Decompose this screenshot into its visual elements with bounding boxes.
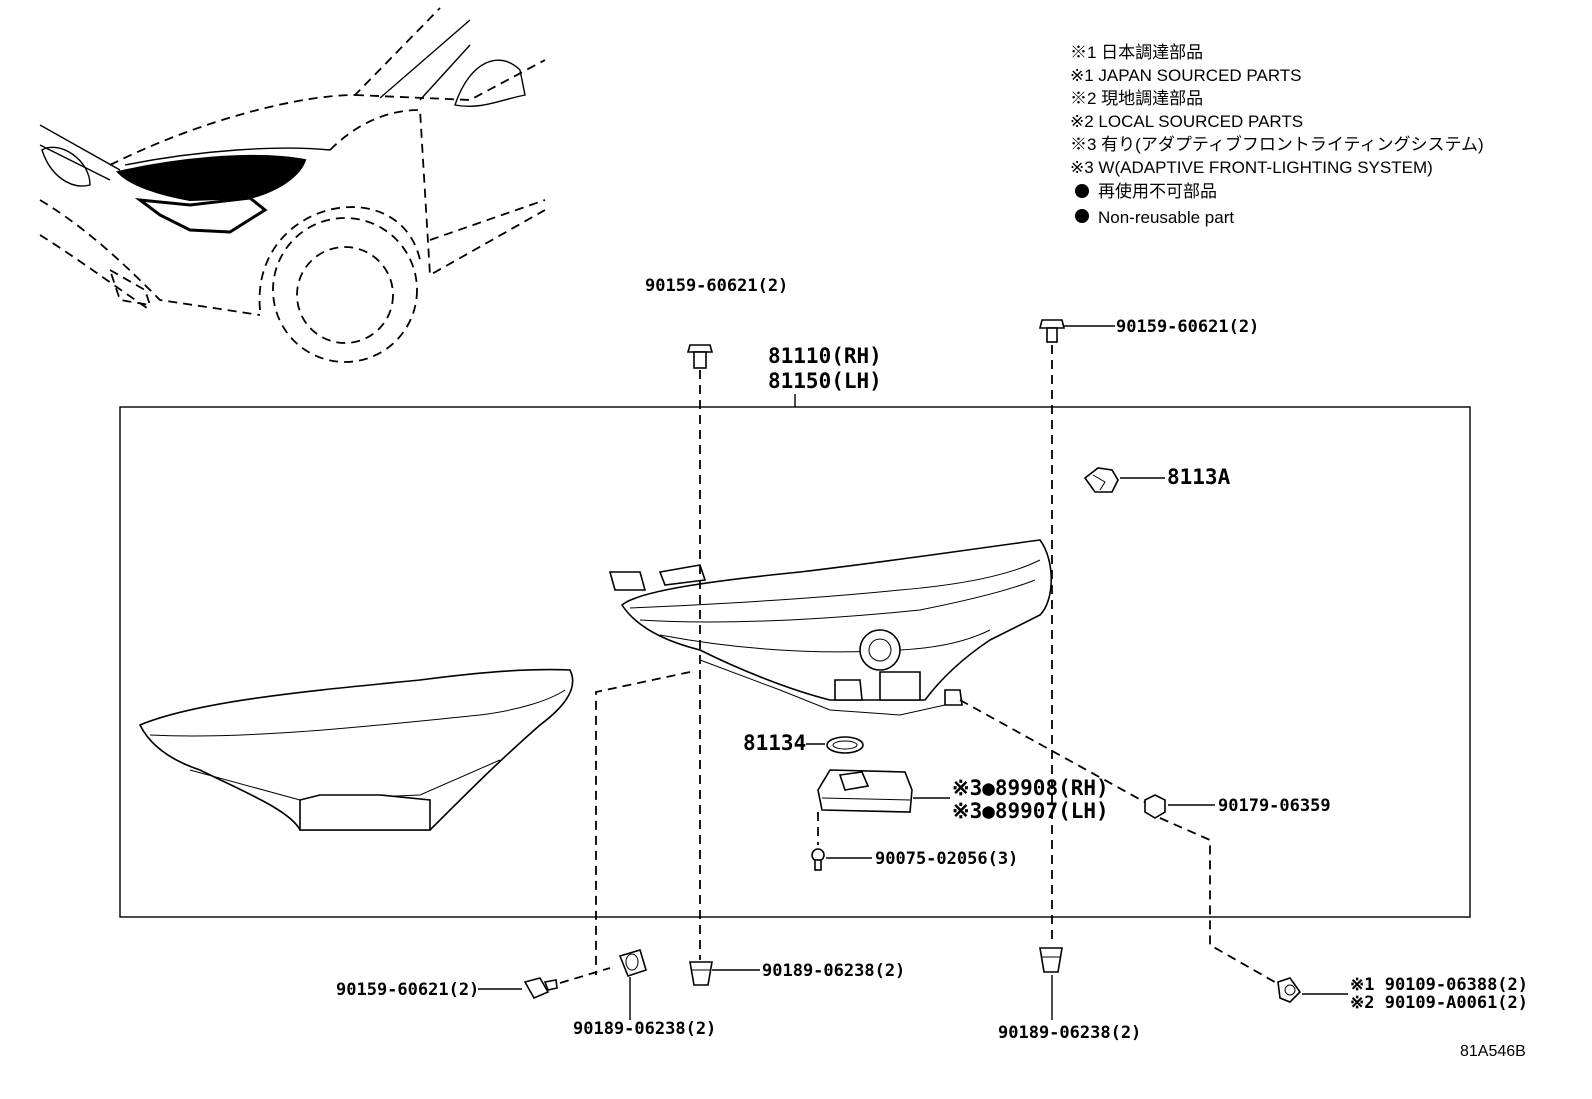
vehicle-front-illustration: [39, 7, 546, 363]
nut-icon: [1144, 794, 1166, 819]
label-ecu-lh: ※3●89907(LH): [952, 799, 1109, 823]
label-clip-bottom-center: 90189-06238(2): [762, 961, 905, 981]
headlamp-lens: [138, 668, 574, 831]
label-bolt-local: ※2 90109-A0061(2): [1350, 993, 1528, 1013]
leader-bolt-bottom-left-up: [559, 967, 611, 984]
bullet-icon: [1075, 209, 1089, 223]
clip-icon: [1039, 947, 1063, 973]
label-nut: 90179-06359: [1218, 796, 1331, 816]
note-jp-3: ※3 有り(アダプティブフロントライティングシステム): [1070, 134, 1484, 154]
ecu-module-icon: [817, 769, 913, 813]
label-clip-bottom-right: 90189-06238(2): [998, 1023, 1141, 1043]
headlamp-assembly: [608, 539, 1053, 716]
clip-icon: [689, 961, 713, 986]
note-en-3: ※3 W(ADAPTIVE FRONT-LIGHTING SYSTEM): [1070, 158, 1433, 177]
label-assembly-rh: 81110(RH): [768, 344, 882, 368]
label-gasket: 81134: [743, 731, 806, 755]
label-bolt-top-right: 90159-60621(2): [1116, 317, 1259, 337]
label-assembly-lh: 81150(LH): [768, 369, 882, 393]
bolt-icon: [686, 344, 714, 369]
bullet-icon: [1075, 184, 1089, 198]
label-bolt-jp: ※1 90109-06388(2): [1350, 975, 1528, 995]
label-bolt-bottom-left: 90159-60621(2): [336, 980, 479, 1000]
legend-notes: ※1 日本調達部品 ※1 JAPAN SOURCED PARTS ※2 現地調達…: [1070, 43, 1484, 227]
note-jp-2: ※2 現地調達部品: [1070, 89, 1203, 108]
screw-icon: [811, 848, 825, 871]
socket-icon: [1083, 467, 1119, 493]
leader-lamp-left: [595, 671, 691, 975]
label-ecu-rh: ※3●89908(RH): [952, 776, 1109, 800]
leader-lamp-right: [959, 699, 1151, 806]
clip-icon: [618, 949, 647, 977]
bolt-icon: [1038, 319, 1066, 343]
label-socket: 8113A: [1167, 465, 1231, 489]
note-en-2: ※2 LOCAL SOURCED PARTS: [1070, 112, 1303, 131]
label-bolt-top-left: 90159-60621(2): [645, 276, 788, 296]
note-en-nonreusable: Non-reusable part: [1098, 208, 1234, 227]
label-screw: 90075-02056(3): [875, 849, 1018, 869]
note-jp-1: ※1 日本調達部品: [1070, 43, 1203, 62]
bolt-icon: [523, 977, 558, 1000]
note-jp-nonreusable: 再使用不可部品: [1098, 181, 1217, 201]
gasket-icon: [826, 736, 864, 754]
note-en-1: ※1 JAPAN SOURCED PARTS: [1070, 66, 1302, 85]
bolt-icon: [1277, 977, 1302, 1003]
label-clip-bottom-left: 90189-06238(2): [573, 1019, 716, 1039]
leader-nut-down: [1159, 817, 1281, 986]
diagram-id: 81A546B: [1460, 1043, 1526, 1060]
